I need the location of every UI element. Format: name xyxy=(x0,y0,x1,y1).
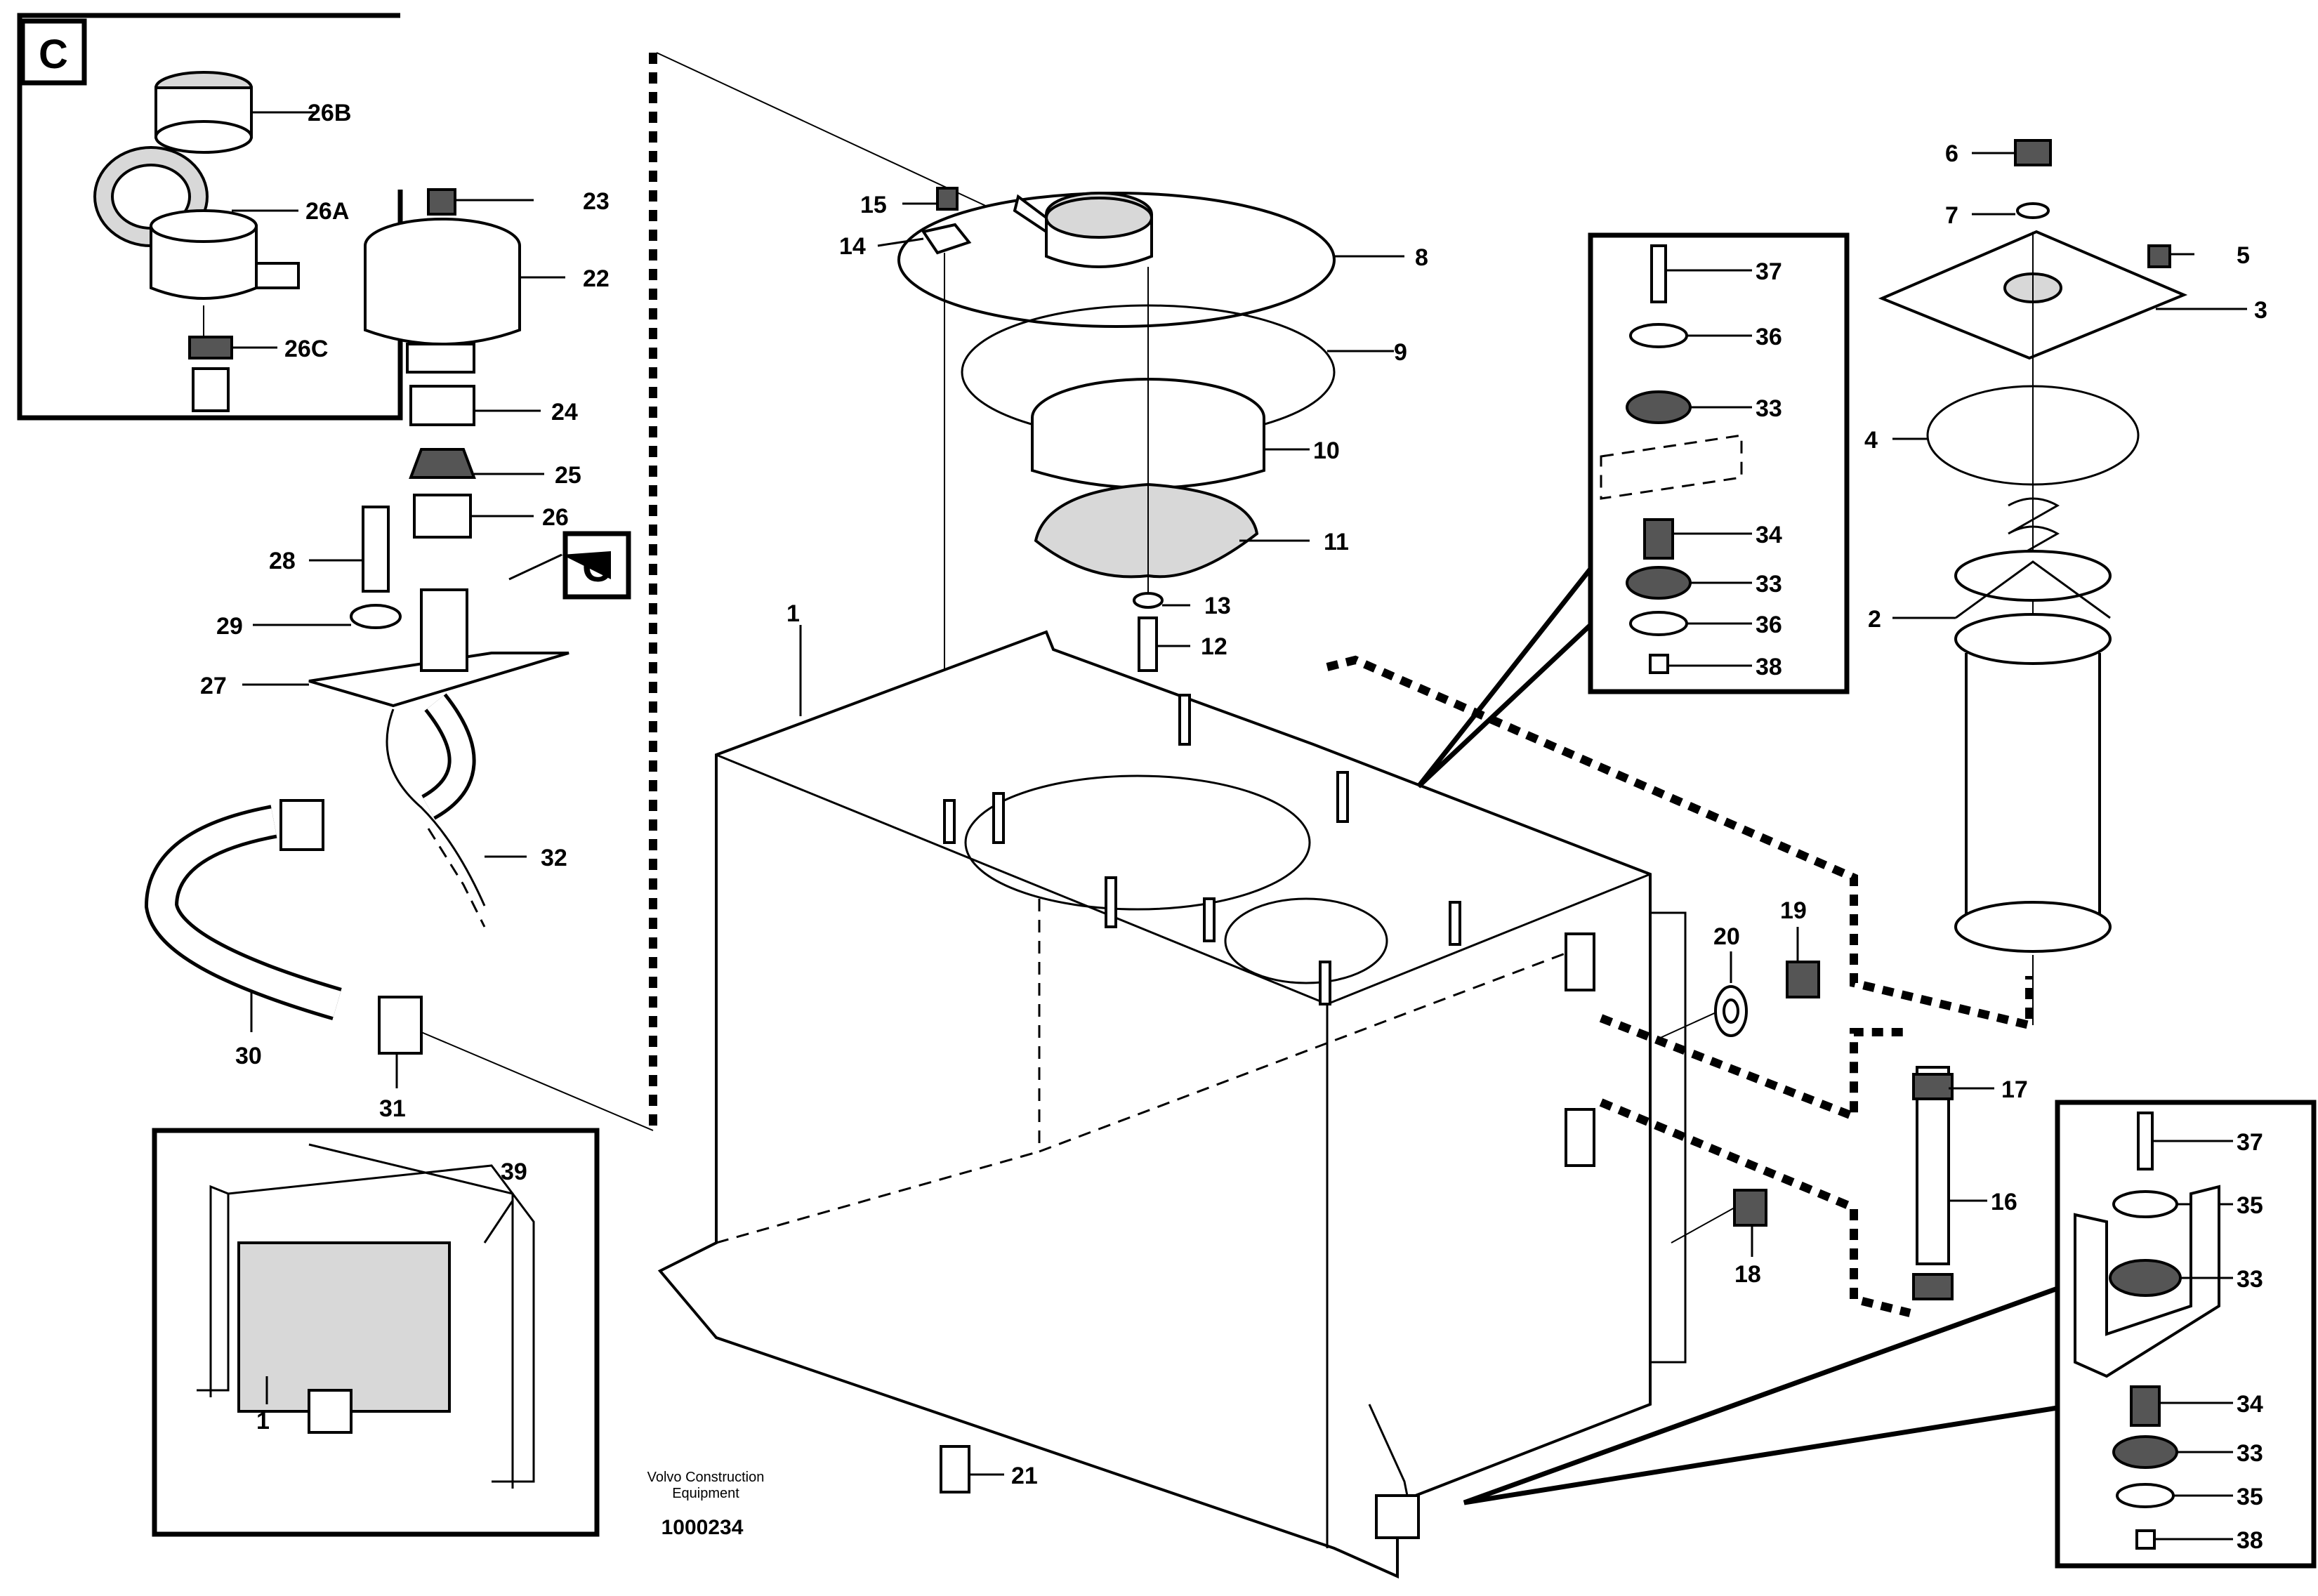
label-b33b: 33 xyxy=(2237,1440,2263,1467)
label-b35: 35 xyxy=(2237,1192,2263,1219)
label-26a: 26A xyxy=(305,198,349,225)
label-30: 30 xyxy=(235,1043,262,1069)
label-24: 24 xyxy=(551,399,578,426)
label-25: 25 xyxy=(555,462,581,489)
label-r37: 37 xyxy=(1756,258,1782,285)
label-26b: 26B xyxy=(308,100,351,126)
label-1: 1 xyxy=(786,600,800,627)
callout-c-badge-2 xyxy=(562,531,631,600)
return-filter-assembly: 6 7 5 3 4 2 xyxy=(1864,139,2267,1025)
label-1b: 1 xyxy=(256,1408,270,1435)
label-r33: 33 xyxy=(1756,395,1782,422)
tank-cover-assembly: 8 9 10 11 13 12 15 14 xyxy=(839,187,1428,800)
label-6: 6 xyxy=(1945,140,1958,167)
credit-line-1: Volvo Construction xyxy=(647,1470,765,1485)
label-31: 31 xyxy=(379,1095,406,1122)
label-10: 10 xyxy=(1313,437,1340,464)
label-15: 15 xyxy=(860,192,887,218)
label-b34: 34 xyxy=(2237,1391,2263,1418)
label-11: 11 xyxy=(1324,529,1349,555)
hydraulic-tank: 1 21 xyxy=(657,600,1687,1579)
credit-line-2: Equipment xyxy=(672,1486,739,1501)
inset-mount-top: 37 36 33 34 33 36 38 xyxy=(1416,232,1850,789)
label-5: 5 xyxy=(2237,242,2250,269)
inset-tank-frame: 39 1 xyxy=(152,1128,600,1537)
label-16: 16 xyxy=(1991,1189,2017,1215)
label-r36b: 36 xyxy=(1756,612,1782,638)
hose-assembly: 32 30 31 xyxy=(144,693,654,1131)
label-9: 9 xyxy=(1394,339,1407,366)
label-14: 14 xyxy=(839,233,866,260)
drain-and-hose-parts: 20 19 18 17 16 xyxy=(1671,897,2028,1300)
label-13: 13 xyxy=(1204,593,1231,619)
label-r36: 36 xyxy=(1756,324,1782,350)
label-26c: 26C xyxy=(284,336,328,362)
label-26: 26 xyxy=(542,504,569,531)
label-39: 39 xyxy=(501,1159,527,1185)
label-29: 29 xyxy=(216,613,243,640)
label-3: 3 xyxy=(2254,297,2267,324)
label-28: 28 xyxy=(269,548,296,574)
label-20: 20 xyxy=(1713,923,1740,950)
label-2: 2 xyxy=(1868,606,1881,633)
label-b35b: 35 xyxy=(2237,1484,2263,1510)
label-22: 22 xyxy=(583,265,610,292)
label-r34: 34 xyxy=(1756,522,1782,548)
bracket-assembly: C 28 29 27 xyxy=(200,506,631,708)
label-23: 23 xyxy=(583,188,610,215)
label-12: 12 xyxy=(1201,633,1227,660)
label-r33b: 33 xyxy=(1756,571,1782,598)
callout-c-letter-2: C xyxy=(582,545,612,591)
label-32: 32 xyxy=(541,845,567,871)
label-19: 19 xyxy=(1780,897,1807,924)
label-b37: 37 xyxy=(2237,1129,2263,1156)
inset-c-breather: C 26B 26A 26C xyxy=(17,13,403,421)
label-8: 8 xyxy=(1415,244,1428,271)
label-b38: 38 xyxy=(2237,1527,2263,1554)
label-4: 4 xyxy=(1864,427,1878,454)
label-21: 21 xyxy=(1011,1463,1038,1489)
callout-c-badge xyxy=(20,18,87,86)
label-b33: 33 xyxy=(2237,1266,2263,1293)
label-17: 17 xyxy=(2001,1076,2028,1103)
label-r38: 38 xyxy=(1756,654,1782,680)
breather-filter-assembly: 23 22 24 25 26 xyxy=(364,188,610,539)
inset-mount-bottom: 37 35 33 34 33 35 38 xyxy=(1463,1100,2317,1569)
label-18: 18 xyxy=(1734,1261,1761,1288)
label-7: 7 xyxy=(1945,202,1958,229)
document-number: 1000234 xyxy=(661,1516,744,1539)
label-27: 27 xyxy=(200,673,227,699)
callout-c-letter: C xyxy=(39,32,68,77)
